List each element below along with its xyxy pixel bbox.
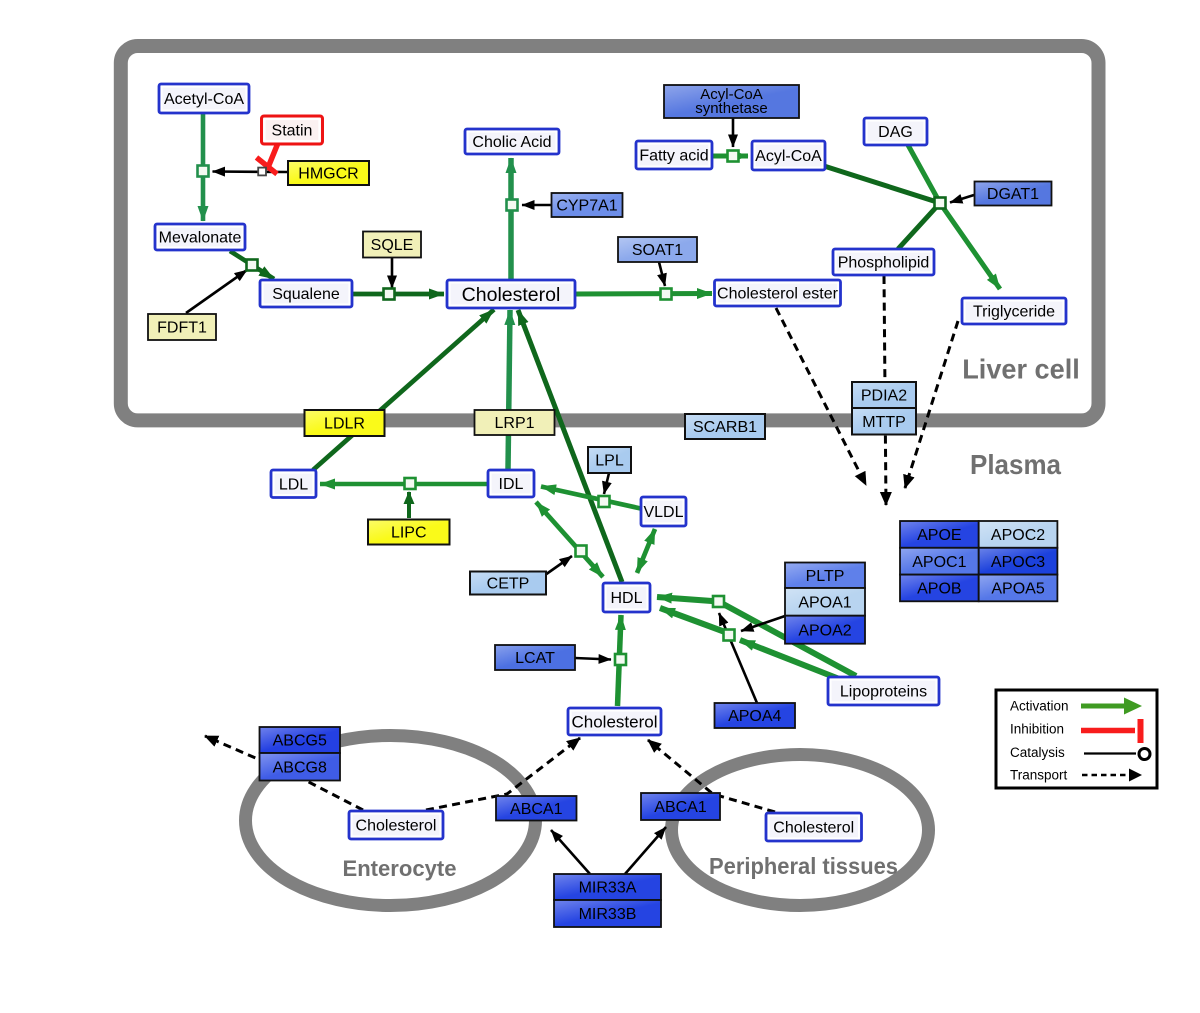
- svg-text:Cholesterol: Cholesterol: [773, 820, 854, 837]
- svg-text:FDFT1: FDFT1: [157, 320, 207, 337]
- svg-text:CETP: CETP: [487, 576, 530, 593]
- svg-text:Lipoproteins: Lipoproteins: [840, 684, 927, 701]
- svg-text:Liver cell: Liver cell: [962, 354, 1080, 385]
- svg-text:Enterocyte: Enterocyte: [343, 856, 457, 881]
- svg-text:Squalene: Squalene: [272, 286, 340, 303]
- svg-text:Cholesterol: Cholesterol: [356, 818, 437, 835]
- svg-text:Inhibition: Inhibition: [1010, 722, 1064, 737]
- svg-text:MIR33A: MIR33A: [579, 880, 637, 897]
- svg-text:SCARB1: SCARB1: [693, 419, 757, 436]
- svg-text:synthetase: synthetase: [695, 100, 768, 117]
- svg-text:Triglyceride: Triglyceride: [973, 304, 1055, 321]
- svg-text:Cholesterol: Cholesterol: [572, 712, 658, 731]
- svg-text:Acetyl-CoA: Acetyl-CoA: [164, 91, 244, 108]
- svg-text:LIPC: LIPC: [391, 525, 427, 542]
- svg-text:Plasma: Plasma: [970, 449, 1061, 480]
- svg-text:APOC3: APOC3: [991, 554, 1045, 571]
- svg-text:LRP1: LRP1: [494, 415, 534, 432]
- svg-text:ABCG5: ABCG5: [273, 733, 327, 750]
- svg-text:VLDL: VLDL: [643, 504, 683, 521]
- svg-text:Cholic Acid: Cholic Acid: [472, 134, 551, 151]
- svg-text:DGAT1: DGAT1: [987, 186, 1039, 203]
- svg-text:APOB: APOB: [917, 581, 961, 598]
- svg-text:LPL: LPL: [595, 453, 624, 470]
- svg-text:APOE: APOE: [917, 527, 961, 544]
- svg-text:ABCG8: ABCG8: [273, 759, 327, 776]
- svg-text:SOAT1: SOAT1: [632, 242, 683, 259]
- svg-text:APOA4: APOA4: [728, 708, 781, 725]
- svg-text:IDL: IDL: [499, 476, 524, 493]
- svg-text:Activation: Activation: [1010, 699, 1069, 714]
- svg-text:Peripheral tissues: Peripheral tissues: [709, 853, 898, 879]
- svg-text:LCAT: LCAT: [515, 650, 555, 667]
- svg-text:HMGCR: HMGCR: [298, 166, 358, 183]
- svg-text:APOC1: APOC1: [912, 554, 966, 571]
- svg-text:CYP7A1: CYP7A1: [556, 198, 617, 215]
- svg-text:HDL: HDL: [610, 590, 642, 607]
- svg-text:MIR33B: MIR33B: [579, 906, 637, 923]
- svg-text:PDIA2: PDIA2: [861, 388, 907, 405]
- svg-text:Phospholipid: Phospholipid: [838, 255, 930, 272]
- svg-text:MTTP: MTTP: [862, 414, 906, 431]
- svg-text:DAG: DAG: [878, 124, 913, 141]
- svg-text:Acyl-CoA: Acyl-CoA: [700, 86, 763, 103]
- svg-text:APOC2: APOC2: [991, 527, 1045, 544]
- svg-text:Mevalonate: Mevalonate: [159, 230, 242, 247]
- svg-text:Cholesterol: Cholesterol: [462, 284, 561, 306]
- svg-text:LDLR: LDLR: [324, 416, 365, 433]
- svg-text:Cholesterol ester: Cholesterol ester: [717, 286, 839, 303]
- svg-text:Transport: Transport: [1010, 768, 1068, 783]
- svg-text:Catalysis: Catalysis: [1010, 745, 1065, 760]
- svg-text:Acyl-CoA: Acyl-CoA: [755, 148, 822, 165]
- svg-text:LDL: LDL: [279, 476, 308, 493]
- svg-text:APOA2: APOA2: [798, 622, 851, 639]
- svg-text:SQLE: SQLE: [371, 237, 414, 254]
- svg-text:APOA1: APOA1: [798, 594, 851, 611]
- svg-text:Fatty acid: Fatty acid: [639, 148, 708, 165]
- svg-text:APOA5: APOA5: [991, 581, 1044, 598]
- svg-text:Statin: Statin: [272, 123, 313, 140]
- svg-text:ABCA1: ABCA1: [654, 799, 707, 816]
- svg-text:ABCA1: ABCA1: [510, 801, 563, 818]
- svg-text:PLTP: PLTP: [806, 568, 845, 585]
